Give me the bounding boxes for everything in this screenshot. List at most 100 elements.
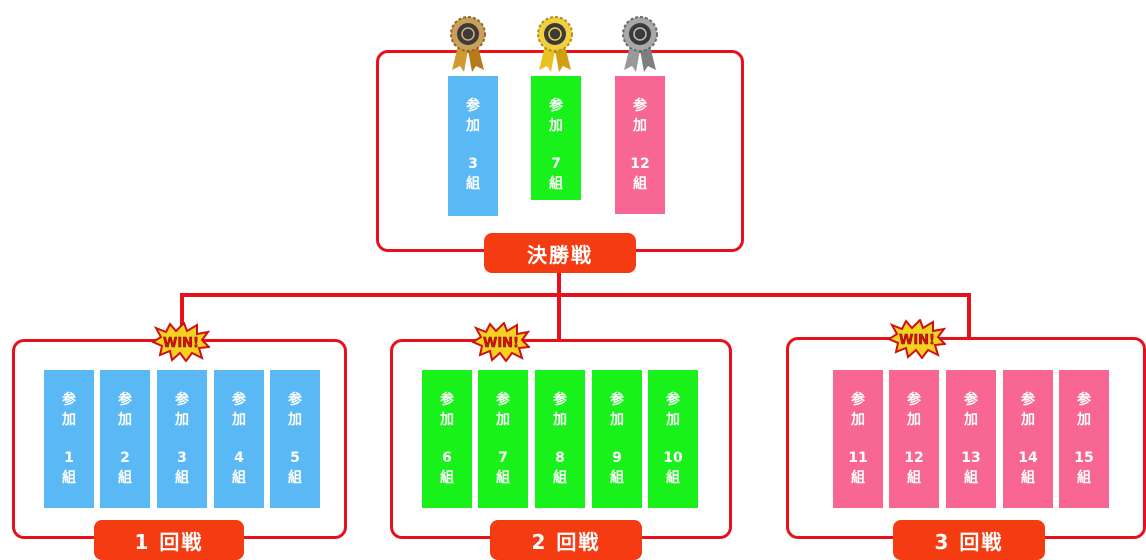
team-number: 8 <box>555 450 565 466</box>
team-char: 加 <box>232 412 246 428</box>
connector-vertical-final <box>557 272 561 296</box>
team-number: 2 <box>120 450 130 466</box>
team-unit: 組 <box>964 470 978 486</box>
team-number: 1 <box>64 450 74 466</box>
team-char: 参 <box>633 98 647 114</box>
win-burst-icon: WIN! <box>152 322 210 362</box>
team-number: 4 <box>234 450 244 466</box>
team-char: 参 <box>288 392 302 408</box>
round2-team-card: 参 加 9 組 <box>592 370 642 508</box>
round2-team-card: 参 加 7 組 <box>478 370 528 508</box>
team-char: 加 <box>175 412 189 428</box>
team-char: 参 <box>440 392 454 408</box>
team-char: 参 <box>1021 392 1035 408</box>
bronze-medal-icon <box>450 16 486 72</box>
team-char: 加 <box>1077 412 1091 428</box>
round1-team-card: 参 加 5 組 <box>270 370 320 508</box>
round2-team-card: 参 加 6 組 <box>422 370 472 508</box>
team-unit: 組 <box>1021 470 1035 486</box>
team-number: 15 <box>1074 450 1094 466</box>
team-unit: 組 <box>496 470 510 486</box>
team-char: 加 <box>907 412 921 428</box>
team-unit: 組 <box>118 470 132 486</box>
team-char: 参 <box>907 392 921 408</box>
final-team-card: 参 加 12 組 <box>615 76 665 214</box>
team-char: 加 <box>496 412 510 428</box>
team-char: 参 <box>232 392 246 408</box>
round1-team-card: 参 加 2 組 <box>100 370 150 508</box>
team-char: 参 <box>610 392 624 408</box>
team-unit: 組 <box>851 470 865 486</box>
team-char: 加 <box>964 412 978 428</box>
team-char: 参 <box>964 392 978 408</box>
win-text: WIN! <box>899 333 935 348</box>
team-unit: 組 <box>440 470 454 486</box>
team-number: 13 <box>961 450 981 466</box>
team-number: 7 <box>498 450 508 466</box>
win-burst-icon: WIN! <box>888 319 946 359</box>
round3-team-card: 参 加 15 組 <box>1059 370 1109 508</box>
final-team-card: 参 加 7 組 <box>531 76 581 200</box>
team-char: 加 <box>610 412 624 428</box>
silver-medal-icon <box>622 16 658 72</box>
team-unit: 組 <box>549 176 563 192</box>
team-number: 14 <box>1018 450 1038 466</box>
team-number: 3 <box>468 156 478 172</box>
team-number: 5 <box>290 450 300 466</box>
team-number: 9 <box>612 450 622 466</box>
team-unit: 組 <box>907 470 921 486</box>
team-char: 加 <box>62 412 76 428</box>
round3-team-card: 参 加 12 組 <box>889 370 939 508</box>
connector-drop-round2 <box>557 293 561 343</box>
team-char: 加 <box>553 412 567 428</box>
gold-medal-icon <box>537 16 573 72</box>
final-label: 決勝戦 <box>484 233 636 273</box>
team-number: 11 <box>848 450 868 466</box>
team-char: 参 <box>1077 392 1091 408</box>
team-unit: 組 <box>610 470 624 486</box>
team-number: 12 <box>904 450 924 466</box>
round1-team-card: 参 加 3 組 <box>157 370 207 508</box>
team-char: 参 <box>666 392 680 408</box>
team-char: 参 <box>496 392 510 408</box>
team-char: 加 <box>118 412 132 428</box>
team-unit: 組 <box>633 176 647 192</box>
final-team-card: 参 加 3 組 <box>448 76 498 216</box>
team-char: 加 <box>440 412 454 428</box>
team-char: 参 <box>549 98 563 114</box>
team-unit: 組 <box>288 470 302 486</box>
team-char: 加 <box>288 412 302 428</box>
team-unit: 組 <box>232 470 246 486</box>
connector-horizontal <box>180 293 971 297</box>
team-char: 加 <box>466 118 480 134</box>
round2-team-card: 参 加 10 組 <box>648 370 698 508</box>
team-unit: 組 <box>175 470 189 486</box>
team-char: 参 <box>118 392 132 408</box>
team-unit: 組 <box>62 470 76 486</box>
team-number: 12 <box>630 156 650 172</box>
round1-team-card: 参 加 4 組 <box>214 370 264 508</box>
team-char: 加 <box>851 412 865 428</box>
team-char: 参 <box>553 392 567 408</box>
round3-team-card: 参 加 14 組 <box>1003 370 1053 508</box>
round3-team-card: 参 加 13 組 <box>946 370 996 508</box>
team-char: 参 <box>851 392 865 408</box>
round3-label: 3 回戦 <box>893 520 1045 560</box>
win-burst-icon: WIN! <box>472 322 530 362</box>
team-char: 加 <box>549 118 563 134</box>
round3-team-card: 参 加 11 組 <box>833 370 883 508</box>
team-char: 参 <box>62 392 76 408</box>
team-char: 加 <box>666 412 680 428</box>
connector-drop-round3 <box>967 293 971 341</box>
win-text: WIN! <box>163 336 199 351</box>
team-number: 3 <box>177 450 187 466</box>
team-unit: 組 <box>666 470 680 486</box>
team-number: 7 <box>551 156 561 172</box>
team-char: 加 <box>1021 412 1035 428</box>
round2-label: 2 回戦 <box>490 520 642 560</box>
round1-team-card: 参 加 1 組 <box>44 370 94 508</box>
round1-label: 1 回戦 <box>94 520 244 560</box>
team-number: 10 <box>663 450 683 466</box>
team-unit: 組 <box>553 470 567 486</box>
win-text: WIN! <box>483 336 519 351</box>
